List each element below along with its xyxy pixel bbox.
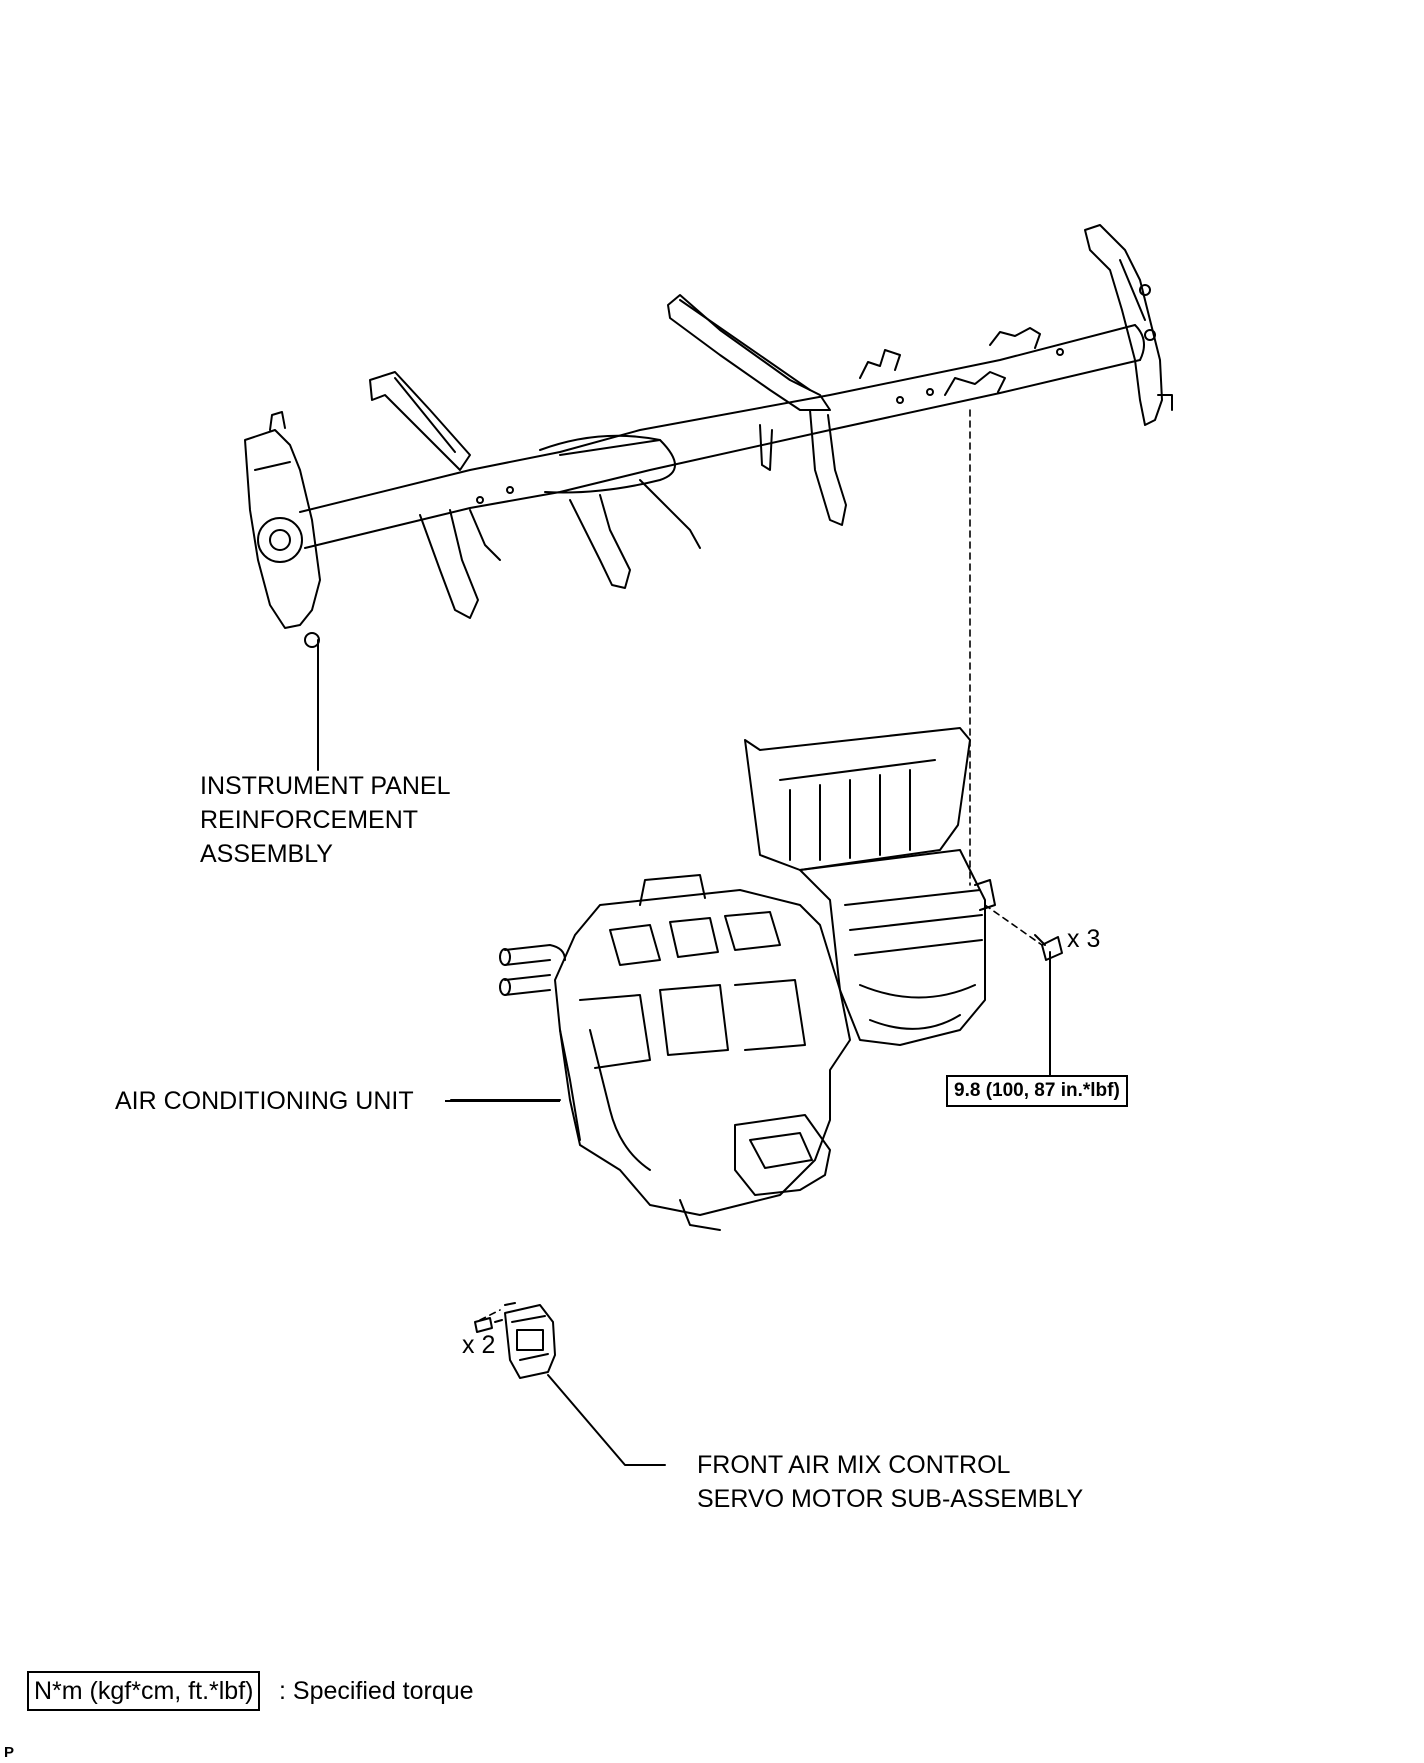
label-air-conditioning-unit: AIR CONDITIONING UNIT [115,1087,414,1115]
legend-description: : Specified torque [279,1677,474,1705]
ac-unit-leader [445,1100,560,1102]
label-instrument-panel-line-3: ASSEMBLY [200,840,333,868]
label-screw-qty-servo: x 2 [462,1331,496,1359]
label-instrument-panel-line-1: INSTRUMENT PANEL [200,772,451,800]
instrument-panel-reinforcement-illustration [244,224,1173,648]
label-instrument-panel-line-2: REINFORCEMENT [200,806,419,834]
label-bolt-qty-unit: x 3 [1067,925,1101,953]
legend-unit-box: N*m (kgf*cm, ft.*lbf) [27,1671,261,1711]
label-servo-motor-line-2: SERVO MOTOR SUB-ASSEMBLY [697,1485,1084,1513]
label-servo-motor: FRONT AIR MIX CONTROL SERVO MOTOR SUB-AS… [697,1448,1083,1516]
torque-spec-box: 9.8 (100, 87 in.*lbf) [946,1075,1128,1107]
dashed-guide-lines [479,409,1043,1321]
air-conditioning-unit-illustration [499,727,1063,1231]
leader-lines [317,639,1051,1466]
label-servo-motor-line-1: FRONT AIR MIX CONTROL [697,1451,1011,1479]
servo-motor-illustration [474,1302,556,1379]
label-instrument-panel: INSTRUMENT PANEL REINFORCEMENT ASSEMBLY [200,769,451,871]
corner-code: P [4,1744,15,1761]
